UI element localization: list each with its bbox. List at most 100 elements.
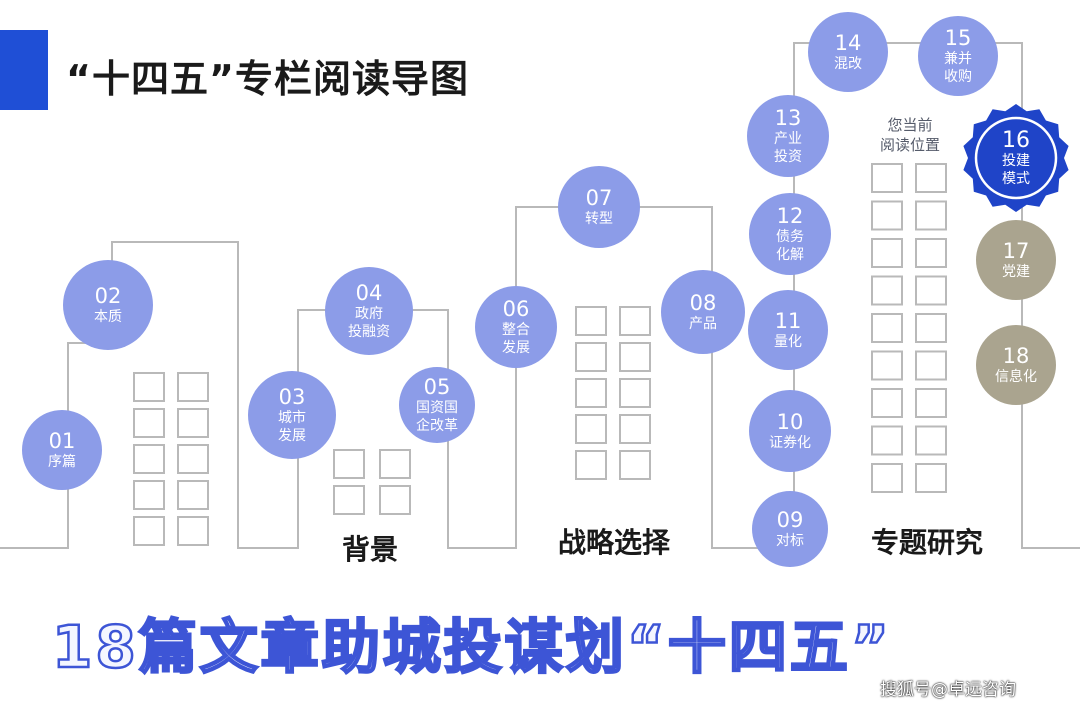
article-number: 13 xyxy=(774,105,802,130)
building-window xyxy=(871,388,903,418)
article-title: 党建 xyxy=(1002,263,1030,280)
building-window xyxy=(871,425,903,456)
building-window xyxy=(871,163,903,193)
building-window xyxy=(177,480,209,510)
article-number: 14 xyxy=(834,30,862,55)
article-title: 政府 投融资 xyxy=(348,305,390,340)
article-title: 量化 xyxy=(774,333,802,350)
page-title: “十四五”专栏阅读导图 xyxy=(66,57,469,101)
article-number: 03 xyxy=(278,384,306,409)
building-window xyxy=(915,388,947,418)
article-title: 序篇 xyxy=(48,453,76,470)
building-window xyxy=(133,408,165,438)
building-window xyxy=(871,238,903,268)
article-number: 09 xyxy=(776,507,804,532)
building-window xyxy=(133,444,165,474)
building-window xyxy=(575,342,607,372)
section-background: 背景 xyxy=(341,533,399,566)
watermark: 搜狐号@卓远咨询 xyxy=(880,680,1016,700)
building-window xyxy=(575,450,607,480)
article-number: 11 xyxy=(774,308,802,333)
building-window xyxy=(333,485,365,515)
article-number: 10 xyxy=(776,409,804,434)
article-title: 城市 发展 xyxy=(278,409,306,444)
article-number: 07 xyxy=(585,185,613,210)
building-window xyxy=(133,372,165,402)
building-window xyxy=(915,238,947,268)
article-title: 对标 xyxy=(776,532,804,549)
article-title: 混改 xyxy=(834,55,862,72)
section-strategy: 战略选择 xyxy=(557,526,671,559)
article-number: 15 xyxy=(944,25,972,50)
building-window xyxy=(133,480,165,510)
building-window xyxy=(619,306,651,336)
article-number: 01 xyxy=(48,428,76,453)
article-title: 证券化 xyxy=(769,434,811,451)
article-number: 02 xyxy=(94,283,122,308)
building-window xyxy=(915,275,947,306)
title-accent-bar xyxy=(0,30,48,110)
building-window xyxy=(915,425,947,456)
article-number: 04 xyxy=(355,280,383,305)
section-research: 专题研究 xyxy=(870,526,984,559)
building-window xyxy=(619,414,651,444)
building-window xyxy=(177,444,209,474)
article-title: 转型 xyxy=(585,210,613,227)
building-window xyxy=(575,306,607,336)
article-title: 本质 xyxy=(94,308,122,325)
building-window xyxy=(133,516,165,546)
building-window xyxy=(871,200,903,231)
building-window xyxy=(333,449,365,479)
article-number: 08 xyxy=(689,290,717,315)
article-number: 06 xyxy=(502,296,530,321)
article-title: 信息化 xyxy=(995,368,1037,385)
building-window xyxy=(915,163,947,193)
building-window xyxy=(871,275,903,306)
current-node-badge xyxy=(963,104,1069,212)
building-window xyxy=(177,408,209,438)
building-window xyxy=(177,372,209,402)
article-title: 整合 发展 xyxy=(502,321,530,356)
article-title: 投建 模式 xyxy=(1002,152,1030,187)
article-number: 05 xyxy=(423,374,451,399)
building-window xyxy=(915,200,947,231)
building-window xyxy=(379,449,411,479)
article-title: 国资国 企改革 xyxy=(416,399,458,434)
building-window xyxy=(915,463,947,493)
article-title: 产品 xyxy=(689,315,717,332)
building-window xyxy=(619,450,651,480)
building-window xyxy=(619,342,651,372)
article-title: 产业 投资 xyxy=(774,130,802,165)
article-number: 16 xyxy=(1002,127,1030,153)
building-window xyxy=(575,414,607,444)
slogan: 18篇文章助城投谋划“十四五” xyxy=(51,612,892,683)
current-position-note: 您当前 阅读位置 xyxy=(879,116,940,154)
article-number: 17 xyxy=(1002,238,1030,263)
building-window xyxy=(871,463,903,493)
building-window xyxy=(379,485,411,515)
building-window xyxy=(619,378,651,408)
building-window xyxy=(575,378,607,408)
article-number: 12 xyxy=(776,203,804,228)
building-window xyxy=(177,516,209,546)
building-window xyxy=(915,313,947,343)
